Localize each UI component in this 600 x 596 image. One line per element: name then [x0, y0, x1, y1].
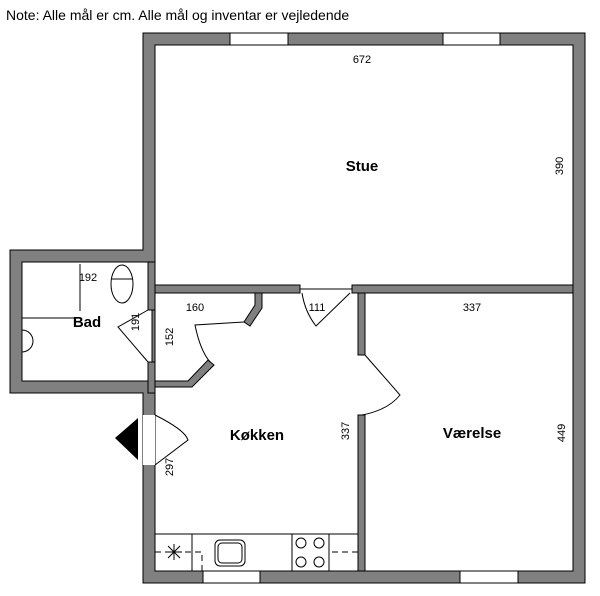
wall-hall-closet	[243, 292, 263, 327]
room-label-bad: Bad	[73, 314, 101, 331]
dim-vaerelse-width: 337	[463, 302, 481, 314]
wall-vaerelse-top	[357, 292, 366, 356]
dim-stue-depth: 390	[554, 157, 566, 175]
room-bad	[21, 261, 153, 382]
window-kitchen	[202, 570, 261, 584]
plan-note: Note: Alle mål er cm. Alle mål og invent…	[6, 7, 350, 23]
window-vaerelse	[459, 570, 519, 584]
wall-stue-hall	[147, 284, 301, 294]
fridge-icon	[166, 544, 182, 560]
window-stue-2	[442, 32, 501, 46]
stove-icon	[295, 537, 325, 568]
dim-entrance-depth: 297	[164, 458, 176, 476]
wall-vaerelse-bottom	[357, 414, 366, 572]
room-label-vaerelse: Værelse	[443, 425, 501, 442]
dim-kokken-depth: 337	[340, 422, 352, 440]
entrance-opening[interactable]	[143, 415, 155, 465]
dim-door-opening: 111	[309, 302, 326, 314]
dim-hall-width: 160	[186, 302, 204, 314]
door-stue[interactable]	[301, 292, 351, 327]
kitchen-sink-icon	[214, 539, 246, 567]
room-label-kokken: Køkken	[230, 427, 284, 444]
toilet-icon	[110, 264, 134, 304]
door-bad[interactable]	[117, 309, 149, 363]
room-stue	[154, 44, 574, 290]
door-vaerelse[interactable]	[361, 354, 401, 416]
entrance-arrow-icon	[115, 418, 138, 460]
room-label-stue: Stue	[346, 158, 379, 175]
window-stue-1	[229, 32, 289, 46]
door-closet[interactable]	[194, 321, 245, 363]
dim-hall-depth: 152	[164, 328, 176, 346]
dim-bad-depth: 191	[130, 313, 142, 331]
wall-stue-vaerelse	[351, 284, 574, 294]
dim-vaerelse-depth: 449	[556, 424, 568, 442]
dim-bad-width: 192	[79, 272, 97, 284]
entrance-door-swing[interactable]	[154, 414, 189, 466]
wall-bad-hall-bottom	[147, 361, 156, 394]
sink-bath-icon	[21, 329, 34, 353]
dim-stue-width: 672	[353, 54, 371, 66]
wall-hall-bottom	[154, 359, 215, 388]
wall-bad-hall-top	[147, 261, 156, 311]
